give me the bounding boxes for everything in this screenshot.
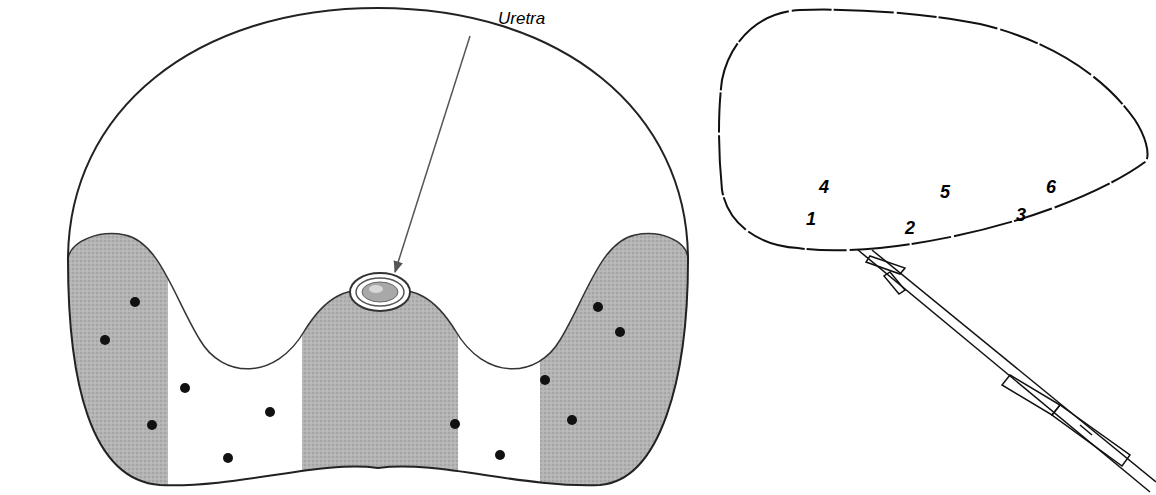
central-band: [302, 220, 458, 495]
biopsy-dots: [100, 297, 625, 463]
prostate-outline: [68, 8, 688, 485]
part-name: Uretra: [498, 10, 545, 27]
zone-number: 5: [940, 183, 950, 201]
urethra-symbol: [350, 273, 410, 311]
lateral-band: [60, 220, 168, 495]
zone-number: 4: [819, 178, 829, 196]
zone-number: 2: [905, 219, 915, 237]
section-outline: [719, 10, 1148, 251]
zone-number: 6: [1046, 178, 1056, 196]
zones: [60, 220, 700, 495]
zone-number: 3: [1016, 206, 1026, 224]
zone-boundary: [68, 234, 688, 369]
leader-arrow: [395, 36, 470, 272]
ultrasound-probe: [858, 250, 1156, 492]
lateral-band: [540, 220, 700, 495]
zone-number: 1: [806, 210, 816, 228]
